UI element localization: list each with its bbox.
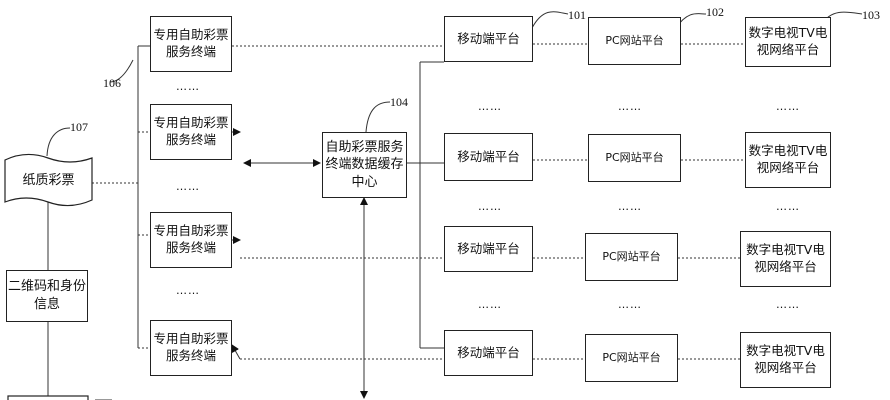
paper-ticket: 纸质彩票: [22, 172, 75, 188]
self-service-terminal: 专用自助彩票服务终端: [150, 104, 232, 160]
digital-tv-platform: 数字电视TV电视网络平台: [745, 17, 831, 67]
ref-106: 106: [103, 76, 121, 90]
ellipsis: ……: [618, 200, 642, 213]
ref-101: 101: [568, 8, 586, 22]
ellipsis: ……: [776, 200, 800, 213]
ref-107: 107: [70, 120, 88, 134]
digital-tv-platform: 数字电视TV电视网络平台: [740, 332, 831, 388]
ellipsis: ……: [618, 298, 642, 311]
ref-104: 104: [390, 95, 408, 109]
ellipsis: ……: [776, 298, 800, 311]
ref-102: 102: [706, 5, 724, 19]
pc-website-platform: PC网站平台: [585, 233, 678, 281]
ref-103: 103: [862, 8, 880, 22]
self-service-terminal: 专用自助彩票服务终端: [150, 212, 232, 268]
ellipsis: ……: [776, 100, 800, 113]
self-service-terminal: 专用自助彩票服务终端: [150, 320, 232, 376]
mobile-platform: 移动端平台: [444, 330, 533, 376]
pc-website-platform: PC网站平台: [588, 17, 681, 65]
digital-tv-platform: 数字电视TV电视网络平台: [740, 231, 831, 287]
mobile-platform: 移动端平台: [444, 16, 533, 62]
ellipsis: ……: [478, 100, 502, 113]
ellipsis: ……: [176, 284, 200, 297]
digital-tv-platform: 数字电视TV电视网络平台: [745, 132, 831, 188]
data-cache-center: 自助彩票服务终端数据缓存中心: [322, 132, 407, 198]
ellipsis: ……: [478, 200, 502, 213]
self-service-terminal: 专用自助彩票服务终端: [150, 16, 232, 72]
mobile-platform: 移动端平台: [444, 133, 533, 181]
paper-ticket-shape: [4, 153, 93, 207]
pc-website-platform: PC网站平台: [585, 334, 678, 382]
qr-code-identity-info: 二维码和身份信息: [6, 270, 88, 322]
pc-website-platform: PC网站平台: [588, 134, 681, 182]
ellipsis: ……: [176, 180, 200, 193]
ellipsis: ……: [618, 100, 642, 113]
mobile-platform: 移动端平台: [444, 226, 533, 272]
offscreen-box-edge: [7, 395, 89, 400]
ellipsis: ……: [478, 298, 502, 311]
ellipsis: ……: [176, 80, 200, 93]
